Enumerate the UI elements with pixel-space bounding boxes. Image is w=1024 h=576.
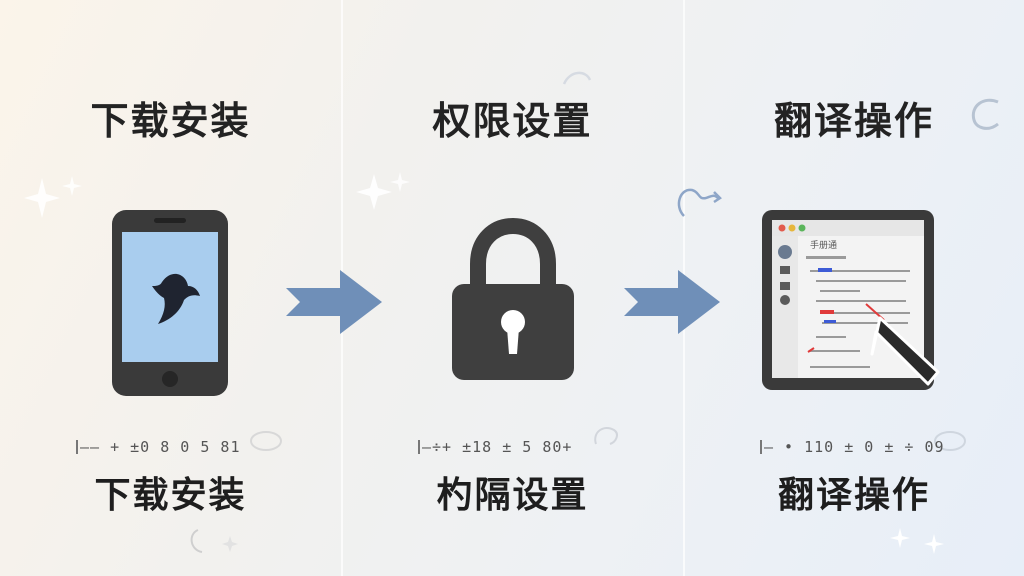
step-title: 权限设置 bbox=[432, 99, 593, 143]
curly-doodle-icon bbox=[971, 98, 999, 130]
step-caption: 下载安装 bbox=[94, 475, 247, 516]
step-panel-download: 下载安装 —‒ + ±0 8 0 5 81 下载安装 bbox=[0, 0, 341, 576]
laptop-window-icon: 手册通 bbox=[762, 210, 940, 390]
step-panel-translate: 翻译操作 — • 110 ± 0 ± ÷ 09 翻译操作 bbox=[684, 0, 1024, 576]
arrow-right-icon bbox=[624, 270, 720, 334]
step-title: 下载安装 bbox=[90, 99, 251, 143]
sparkle-decoration bbox=[356, 172, 410, 210]
sparkle-decoration bbox=[24, 176, 82, 218]
step-panel-permissions: 权限设置 —÷+ ±18 ± 5 80+ 杓隔设置 bbox=[342, 0, 683, 576]
step-scribble-text: — • 110 ± 0 ± ÷ 09 bbox=[760, 438, 944, 460]
curly-doodle-icon bbox=[250, 431, 282, 451]
step-scribble-text: —÷+ ±18 ± 5 80+ bbox=[418, 438, 602, 460]
window-header-text: 手册通 bbox=[810, 239, 837, 251]
step-caption: 杓隔设置 bbox=[436, 475, 589, 516]
padlock-icon bbox=[452, 218, 574, 380]
arrow-right-icon bbox=[286, 270, 382, 334]
curly-doodle-icon bbox=[677, 188, 722, 217]
curly-doodle-icon bbox=[594, 426, 618, 445]
step-title: 翻译操作 bbox=[773, 99, 934, 143]
smartphone-icon bbox=[112, 210, 228, 396]
step-scribble-text: —‒ + ±0 8 0 5 81 bbox=[76, 438, 260, 460]
step-caption: 翻译操作 bbox=[777, 475, 930, 516]
curly-doodle-icon bbox=[934, 431, 966, 451]
sparkle-decoration bbox=[890, 528, 944, 554]
sparkle-decoration bbox=[190, 529, 238, 553]
curly-doodle-icon bbox=[562, 71, 592, 85]
